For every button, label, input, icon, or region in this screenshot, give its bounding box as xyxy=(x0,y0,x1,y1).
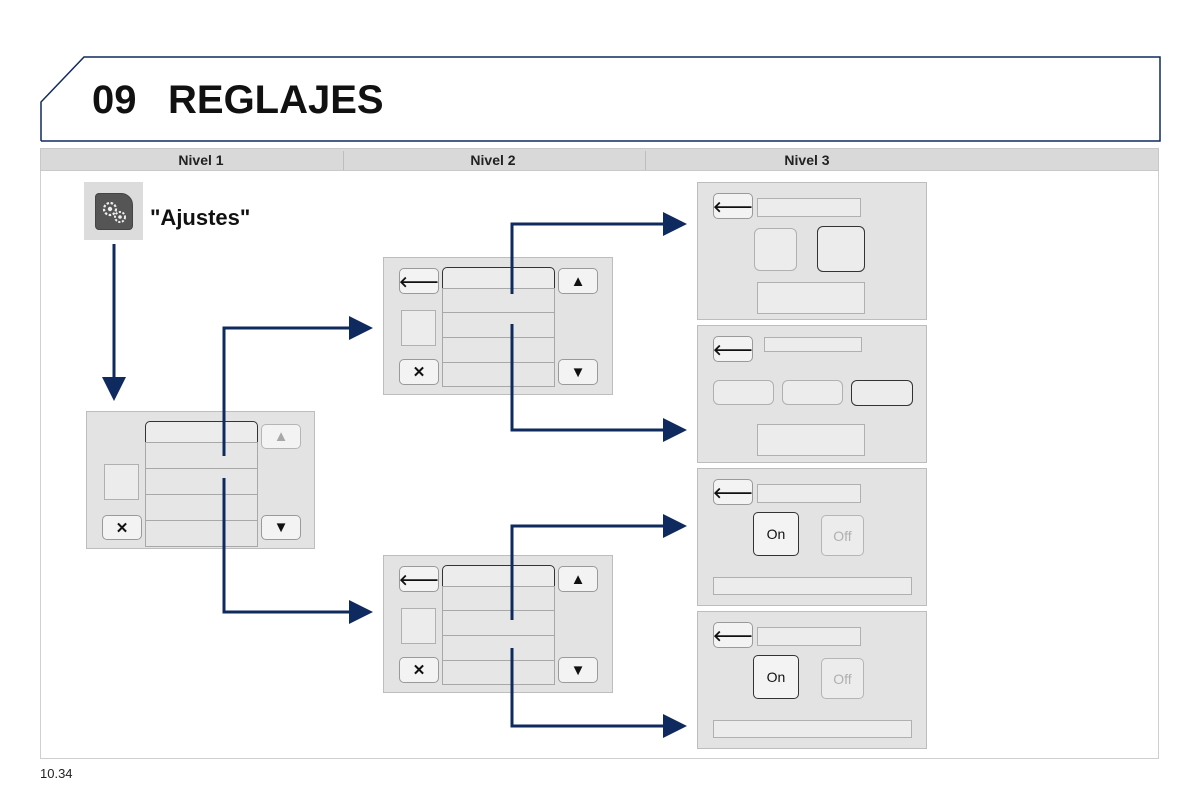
list-item[interactable] xyxy=(145,494,258,521)
preview-box xyxy=(401,310,436,346)
menu-list xyxy=(442,267,555,387)
option-button[interactable] xyxy=(713,380,774,405)
on-toggle-button[interactable]: On xyxy=(753,512,799,556)
info-field xyxy=(757,282,865,314)
list-item[interactable] xyxy=(442,565,555,587)
scroll-up-button[interactable]: ▲ xyxy=(558,566,598,592)
back-button[interactable]: 🡐 xyxy=(399,268,439,294)
level2-list-panel-top: 🡐 ▲ ✕ ▼ xyxy=(383,257,613,395)
info-field xyxy=(713,577,912,595)
chapter-number: 09 xyxy=(92,78,137,122)
level3-panel-choice-buttons: 🡐 xyxy=(697,325,927,463)
level3-panel-on-off: 🡐 On Off xyxy=(697,611,927,749)
list-item[interactable] xyxy=(442,586,555,611)
ajustes-label: "Ajustes" xyxy=(150,205,251,230)
scroll-down-button[interactable]: ▼ xyxy=(558,359,598,385)
list-item[interactable] xyxy=(145,421,258,443)
option-tile[interactable] xyxy=(754,228,797,271)
scroll-down-button[interactable]: ▼ xyxy=(558,657,598,683)
column-header-bar: Nivel 1 Nivel 2 Nivel 3 xyxy=(40,148,1159,171)
preview-box xyxy=(104,464,139,500)
title-field xyxy=(757,484,861,503)
level3-panel-on-off: 🡐 On Off xyxy=(697,468,927,606)
scroll-up-button[interactable]: ▲ xyxy=(558,268,598,294)
column-header-nivel-2: Nivel 2 xyxy=(470,152,516,168)
diagram-frame xyxy=(40,171,1159,759)
title-field xyxy=(757,627,861,646)
list-item[interactable] xyxy=(442,337,555,363)
level2-list-panel-bottom: 🡐 ▲ ✕ ▼ xyxy=(383,555,613,693)
option-button[interactable] xyxy=(782,380,843,405)
back-button[interactable]: 🡐 xyxy=(713,479,753,505)
off-toggle-button[interactable]: Off xyxy=(821,515,864,556)
preview-box xyxy=(401,608,436,644)
level3-panel-choice-squares: 🡐 xyxy=(697,182,927,320)
column-header-nivel-3: Nivel 3 xyxy=(784,152,830,168)
list-item[interactable] xyxy=(442,312,555,338)
back-button[interactable]: 🡐 xyxy=(713,193,753,219)
list-item[interactable] xyxy=(442,362,555,387)
scroll-down-button[interactable]: ▼ xyxy=(261,515,301,540)
list-item[interactable] xyxy=(442,660,555,685)
scroll-up-button[interactable]: ▲ xyxy=(261,424,301,449)
back-button[interactable]: 🡐 xyxy=(399,566,439,592)
page-number: 10.34 xyxy=(40,766,73,781)
list-item[interactable] xyxy=(145,442,258,469)
list-item[interactable] xyxy=(442,288,555,313)
list-item[interactable] xyxy=(442,267,555,289)
off-toggle-button[interactable]: Off xyxy=(821,658,864,699)
settings-gears-icon xyxy=(95,193,133,230)
close-button[interactable]: ✕ xyxy=(399,657,439,683)
list-item[interactable] xyxy=(442,635,555,661)
chapter-header xyxy=(40,56,1161,142)
column-header-nivel-1: Nivel 1 xyxy=(178,152,224,168)
chapter-title: REGLAJES xyxy=(168,78,384,122)
on-toggle-button[interactable]: On xyxy=(753,655,799,699)
option-button-selected[interactable] xyxy=(851,380,913,406)
close-button[interactable]: ✕ xyxy=(102,515,142,540)
option-tile-selected[interactable] xyxy=(817,226,865,272)
info-field xyxy=(713,720,912,738)
close-button[interactable]: ✕ xyxy=(399,359,439,385)
list-item[interactable] xyxy=(145,468,258,495)
list-item[interactable] xyxy=(442,610,555,636)
column-divider xyxy=(645,151,646,170)
title-field xyxy=(757,198,861,217)
level1-list-panel: ▲ ✕ ▼ xyxy=(86,411,315,549)
info-field xyxy=(757,424,865,456)
back-button[interactable]: 🡐 xyxy=(713,622,753,648)
list-item[interactable] xyxy=(145,520,258,547)
title-field xyxy=(764,337,862,352)
back-button[interactable]: 🡐 xyxy=(713,336,753,362)
column-divider xyxy=(343,151,344,170)
menu-list xyxy=(145,421,258,547)
menu-list xyxy=(442,565,555,685)
